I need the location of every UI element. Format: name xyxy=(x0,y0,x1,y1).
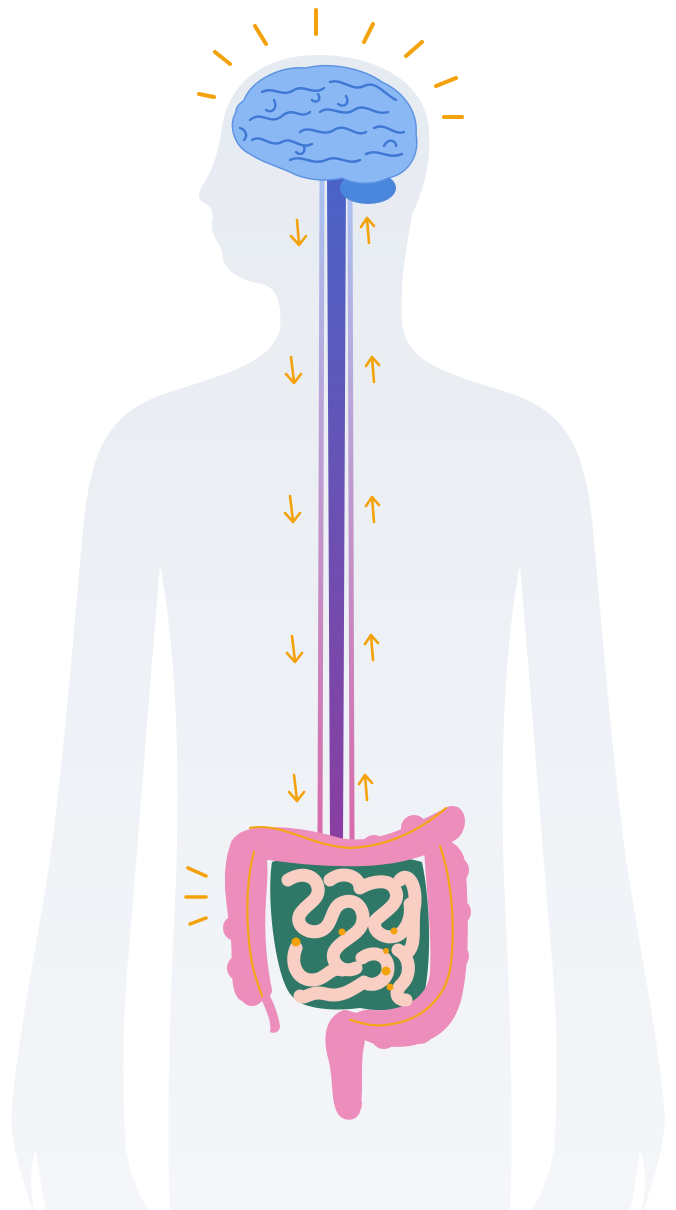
spinal-cord xyxy=(327,175,346,845)
